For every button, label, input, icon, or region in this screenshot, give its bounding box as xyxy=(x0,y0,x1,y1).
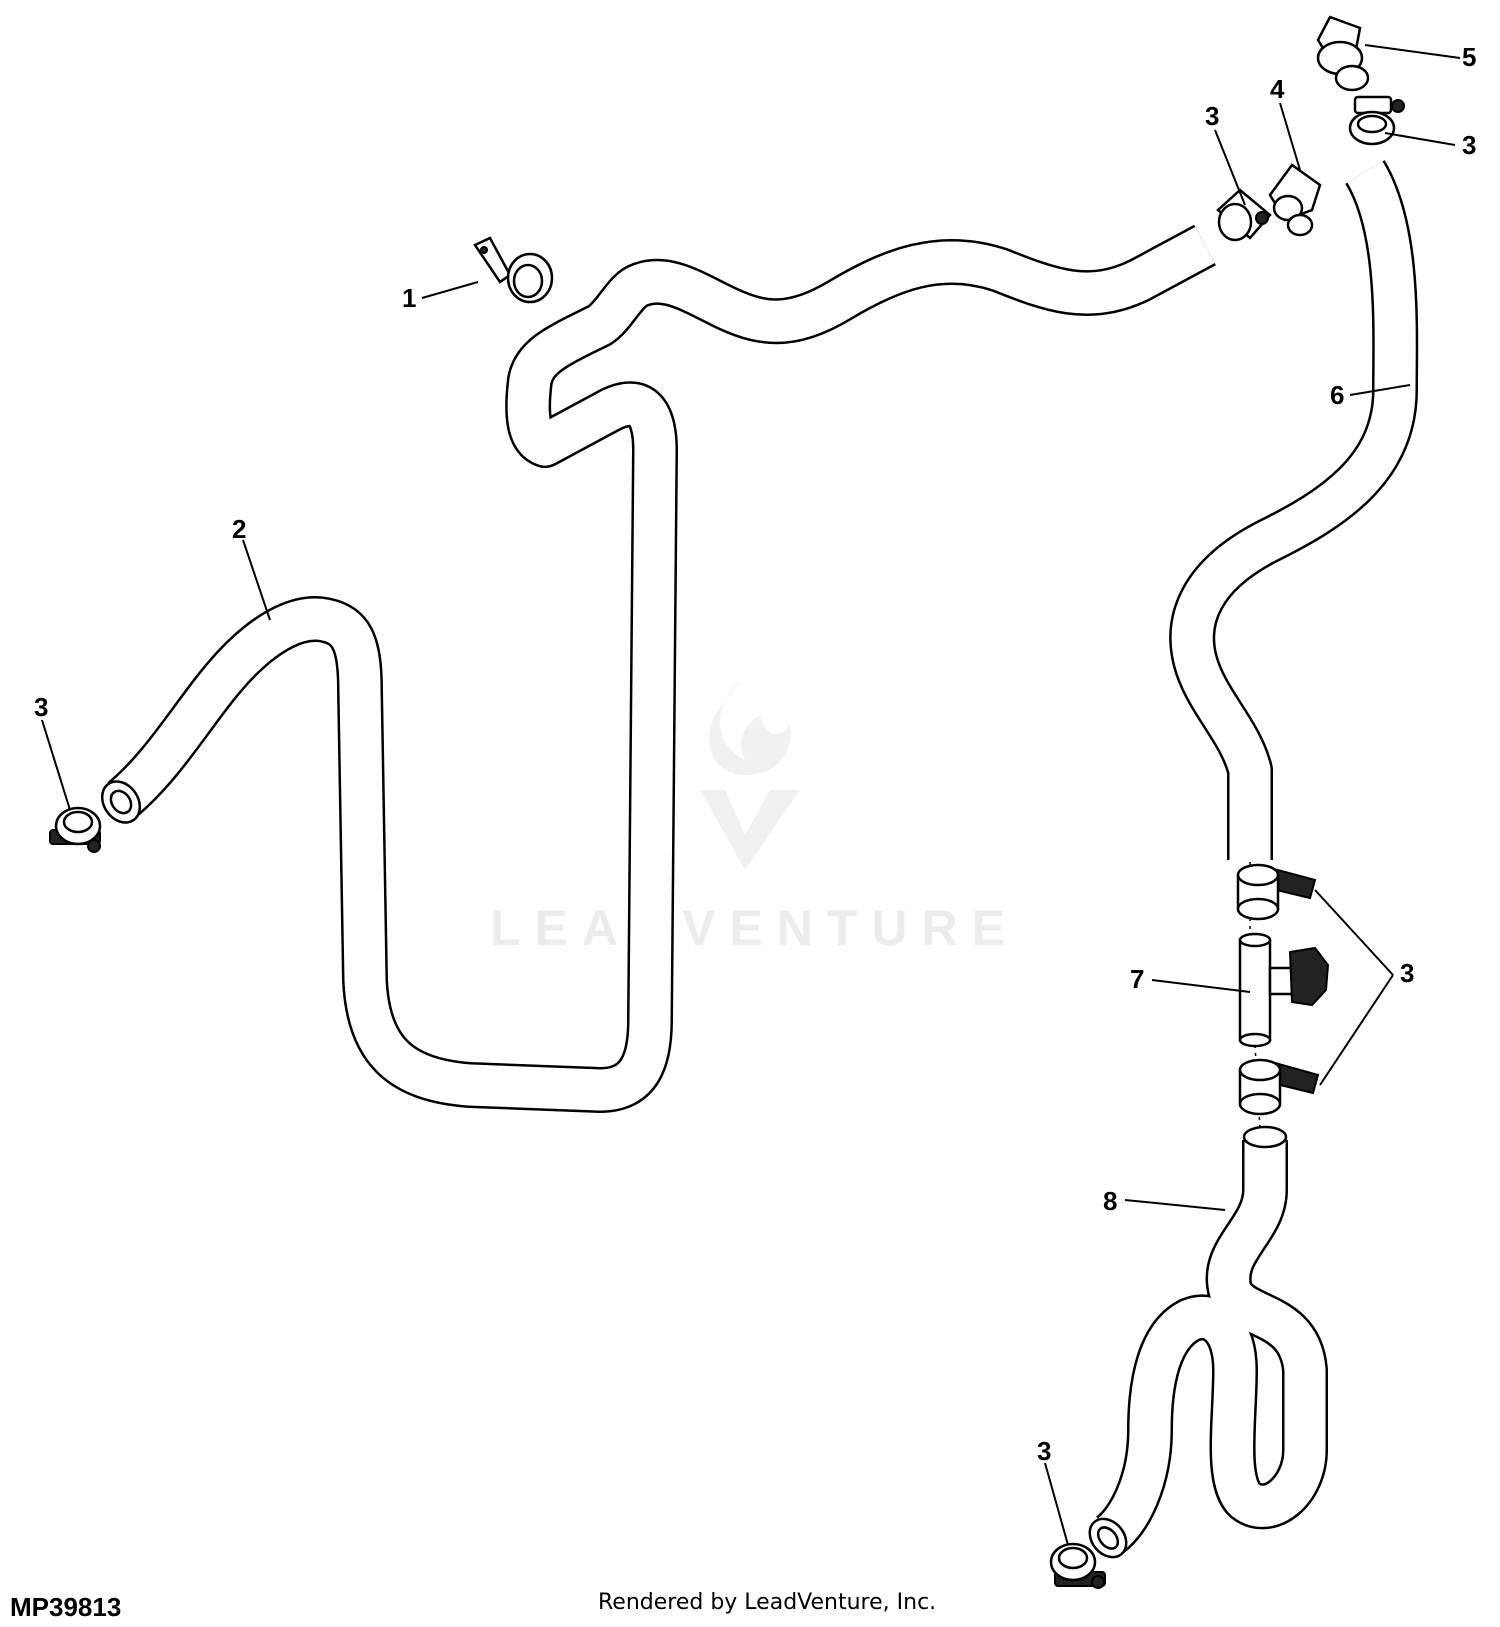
watermark-text: LEADVENTURE xyxy=(490,900,1019,956)
hose-8 xyxy=(1088,1125,1328,1559)
callout-6: 6 xyxy=(1330,380,1344,410)
callout-4: 4 xyxy=(1270,74,1285,104)
callout-7: 7 xyxy=(1130,964,1144,994)
leader-3-mid-a xyxy=(1314,889,1394,976)
tee-valve-7 xyxy=(1238,932,1330,1048)
callout-8: 8 xyxy=(1103,1186,1117,1216)
leader-5 xyxy=(1364,44,1461,59)
elbow-fitting-5 xyxy=(1316,15,1370,92)
leader-3-mid-b xyxy=(1319,974,1394,1086)
callout-3-top-right: 3 xyxy=(1462,130,1476,160)
callout-3-bottom: 3 xyxy=(1037,1436,1051,1466)
callout-3-mid: 3 xyxy=(1400,958,1414,988)
callout-5: 5 xyxy=(1462,42,1476,72)
hose-clamp-3-top-right xyxy=(1348,95,1405,146)
callout-1: 1 xyxy=(402,283,416,313)
leader-3-top-right xyxy=(1384,132,1456,146)
hose-clamp-3-mid-upper xyxy=(1236,863,1317,921)
leader-8 xyxy=(1124,1199,1226,1211)
hose-clamp-3-left xyxy=(49,806,102,853)
watermark-logo xyxy=(700,680,800,870)
leader-3-top xyxy=(1214,129,1246,206)
hose-clamp-3-top xyxy=(1216,188,1272,242)
leader-3-bottom xyxy=(1044,1462,1069,1546)
leader-4 xyxy=(1279,102,1301,171)
hose-clamp-3-bottom xyxy=(1049,1542,1106,1589)
figure-id: MP39813 xyxy=(10,1592,122,1622)
elbow-fitting-4 xyxy=(1268,163,1322,237)
callout-2: 2 xyxy=(232,514,246,544)
hose-6 xyxy=(1169,160,1419,860)
leader-3-left xyxy=(41,719,71,811)
render-credit: Rendered by LeadVenture, Inc. xyxy=(598,1590,937,1615)
leader-7 xyxy=(1151,979,1251,993)
leader-2 xyxy=(242,539,271,621)
callout-3-top: 3 xyxy=(1205,101,1219,131)
hose-clamp-3-mid-lower xyxy=(1238,1058,1320,1116)
leader-6 xyxy=(1349,384,1411,396)
p-clamp-1 xyxy=(473,236,554,304)
hose-2 xyxy=(100,224,1216,1113)
callout-3-left: 3 xyxy=(34,692,48,722)
leader-1 xyxy=(421,281,479,299)
